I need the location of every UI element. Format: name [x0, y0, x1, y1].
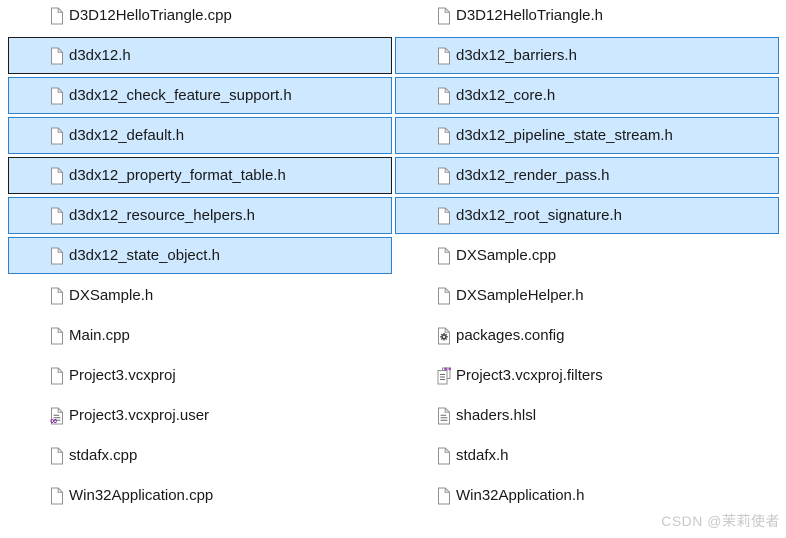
file-item-label: d3dx12_barriers.h — [456, 46, 577, 64]
file-item-label: DXSample.cpp — [456, 246, 557, 264]
file-item-label: d3dx12_default.h — [69, 126, 185, 144]
file-item[interactable]: ∞ Project3.vcxproj.user — [8, 397, 392, 434]
file-item[interactable]: shaders.hlsl — [395, 397, 779, 434]
plain-doc-icon — [50, 447, 64, 465]
file-item[interactable]: D3D12HelloTriangle.h — [395, 0, 779, 34]
plain-doc-icon — [437, 447, 451, 465]
gear-doc-icon — [437, 327, 451, 345]
file-column-left: D3D12HelloTriangle.cpp d3dx12.h d3dx12_c… — [8, 0, 392, 517]
file-item-label: D3D12HelloTriangle.cpp — [69, 6, 232, 24]
plain-doc-icon — [437, 207, 451, 225]
file-item-label: Win32Application.cpp — [69, 486, 214, 504]
file-item-label: d3dx12_render_pass.h — [456, 166, 610, 184]
plain-doc-icon — [50, 87, 64, 105]
file-column-right: D3D12HelloTriangle.h d3dx12_barriers.h d… — [395, 0, 779, 517]
file-item[interactable]: d3dx12_root_signature.h — [395, 197, 779, 234]
file-item[interactable]: d3dx12_check_feature_support.h — [8, 77, 392, 114]
plain-doc-icon — [437, 127, 451, 145]
file-item[interactable]: DXSampleHelper.h — [395, 277, 779, 314]
file-item[interactable]: d3dx12_render_pass.h — [395, 157, 779, 194]
file-item[interactable]: d3dx12_pipeline_state_stream.h — [395, 117, 779, 154]
plain-doc-icon — [50, 287, 64, 305]
plain-doc-icon — [437, 247, 451, 265]
plain-doc-icon — [50, 367, 64, 385]
file-item-label: DXSample.h — [69, 286, 154, 304]
filters-doc-icon: ** — [437, 367, 451, 385]
file-item-label: d3dx12_core.h — [456, 86, 556, 104]
plain-doc-icon — [50, 167, 64, 185]
file-item-label: Project3.vcxproj — [69, 366, 176, 384]
file-item[interactable]: d3dx12_resource_helpers.h — [8, 197, 392, 234]
file-item[interactable]: DXSample.h — [8, 277, 392, 314]
plain-doc-icon — [437, 487, 451, 505]
plain-doc-icon — [437, 7, 451, 25]
plain-doc-icon — [50, 247, 64, 265]
file-item-label: Project3.vcxproj.user — [69, 406, 210, 424]
plain-doc-icon — [50, 47, 64, 65]
file-item-label: d3dx12_resource_helpers.h — [69, 206, 255, 224]
file-item-label: d3dx12_property_format_table.h — [69, 166, 286, 184]
file-item-label: Win32Application.h — [456, 486, 585, 504]
file-item-label: d3dx12.h — [69, 46, 131, 64]
plain-doc-icon — [437, 287, 451, 305]
file-item[interactable]: d3dx12_barriers.h — [395, 37, 779, 74]
file-item-label: packages.config — [456, 326, 565, 344]
file-item-label: d3dx12_check_feature_support.h — [69, 86, 292, 104]
file-item-label: Project3.vcxproj.filters — [456, 366, 603, 384]
file-item[interactable]: Project3.vcxproj — [8, 357, 392, 394]
plain-doc-icon — [50, 7, 64, 25]
plain-doc-icon — [50, 207, 64, 225]
watermark: CSDN @茉莉使者 — [661, 513, 780, 529]
script-doc-icon — [437, 407, 451, 425]
file-item[interactable]: packages.config — [395, 317, 779, 354]
file-item-label: d3dx12_root_signature.h — [456, 206, 622, 224]
plain-doc-icon — [437, 47, 451, 65]
file-item[interactable]: d3dx12_property_format_table.h — [8, 157, 392, 194]
file-item[interactable]: Main.cpp — [8, 317, 392, 354]
file-item-label: stdafx.h — [456, 446, 509, 464]
file-item-label: D3D12HelloTriangle.h — [456, 6, 604, 24]
file-item-label: shaders.hlsl — [456, 406, 537, 424]
plain-doc-icon — [50, 487, 64, 505]
file-item-label: DXSampleHelper.h — [456, 286, 584, 304]
file-item-label: stdafx.cpp — [69, 446, 138, 464]
svg-text:**: ** — [444, 367, 451, 375]
file-item-label: d3dx12_state_object.h — [69, 246, 220, 264]
file-item[interactable]: Win32Application.h — [395, 477, 779, 514]
file-item[interactable]: D3D12HelloTriangle.cpp — [8, 0, 392, 34]
file-item[interactable]: stdafx.cpp — [8, 437, 392, 474]
file-item[interactable]: d3dx12_state_object.h — [8, 237, 392, 274]
file-item[interactable]: ** Project3.vcxproj.filters — [395, 357, 779, 394]
file-item[interactable]: d3dx12_default.h — [8, 117, 392, 154]
file-item[interactable]: DXSample.cpp — [395, 237, 779, 274]
plain-doc-icon — [50, 127, 64, 145]
svg-text:∞: ∞ — [50, 416, 58, 425]
plain-doc-icon — [437, 87, 451, 105]
vs-user-doc-icon: ∞ — [50, 407, 64, 425]
plain-doc-icon — [437, 167, 451, 185]
plain-doc-icon — [50, 327, 64, 345]
file-item[interactable]: d3dx12.h — [8, 37, 392, 74]
file-item[interactable]: d3dx12_core.h — [395, 77, 779, 114]
file-item-label: Main.cpp — [69, 326, 130, 344]
file-item-label: d3dx12_pipeline_state_stream.h — [456, 126, 673, 144]
file-item[interactable]: Win32Application.cpp — [8, 477, 392, 514]
file-item[interactable]: stdafx.h — [395, 437, 779, 474]
